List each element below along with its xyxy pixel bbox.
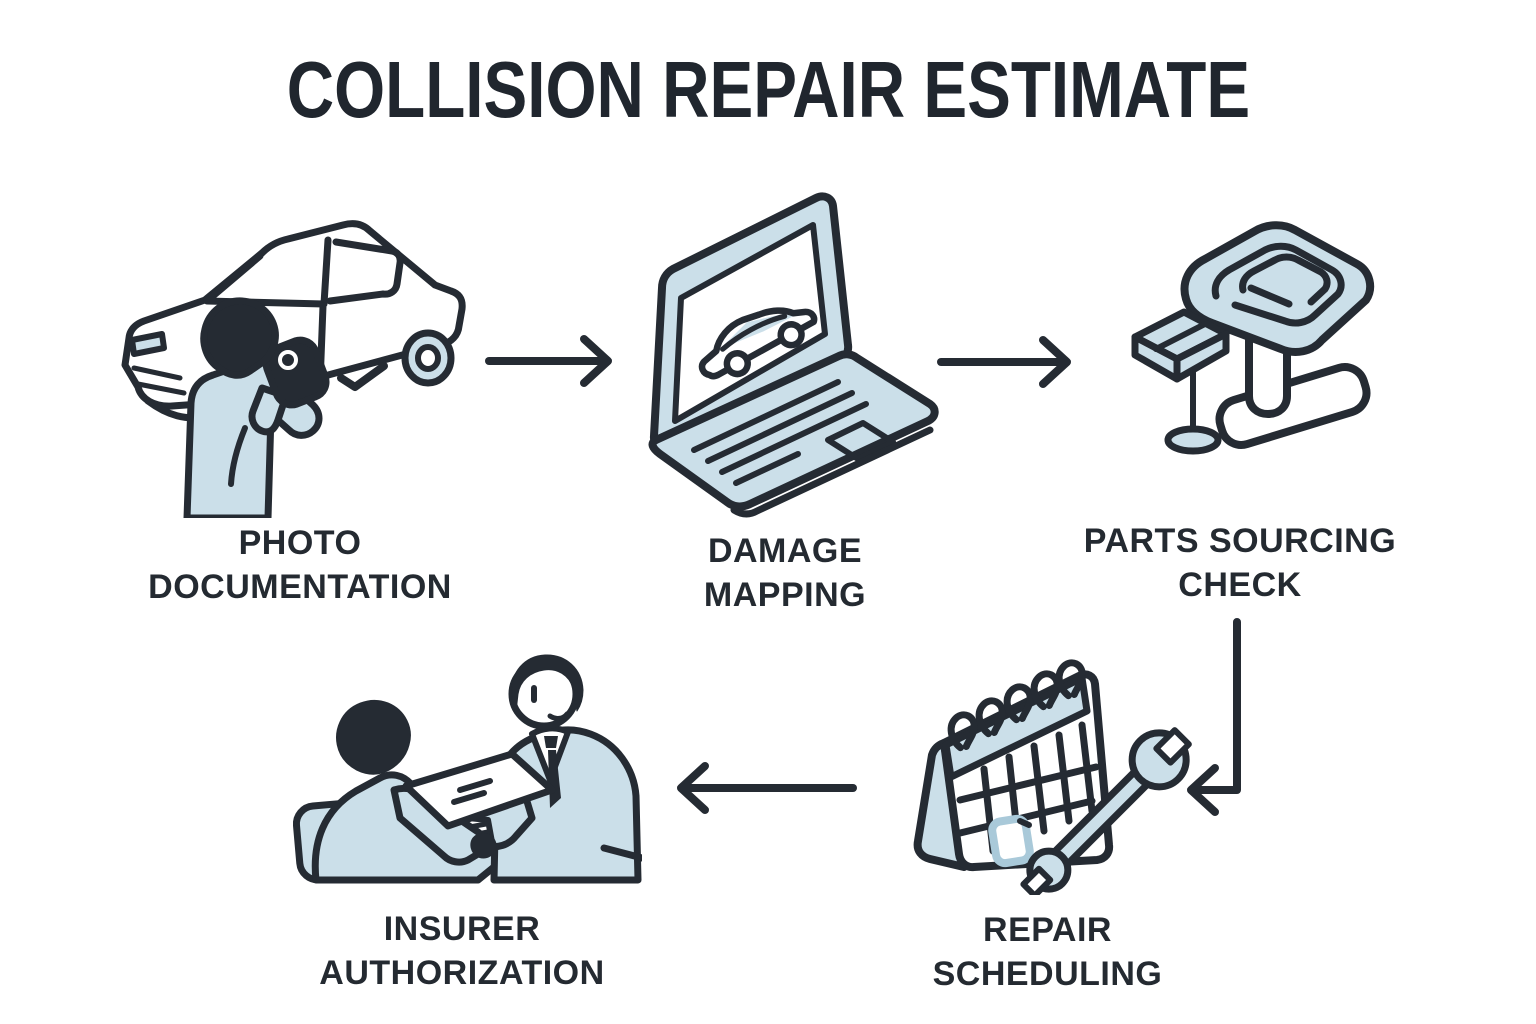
step-label-line2: DOCUMENTATION [148,567,452,606]
document-lines-shape [451,778,493,805]
step-label-line2: AUTHORIZATION [319,953,605,992]
step-label: PARTS SOURCING CHECK [1075,520,1405,607]
step-label-line1: INSURER [383,910,541,948]
step-parts-sourcing-check: PARTS SOURCING CHECK [1075,210,1405,607]
step-label-line1: REPAIR [983,911,1112,949]
document-shape [402,750,556,830]
car-on-screen-shape [698,307,818,380]
step-label-line1: PHOTO [238,524,362,562]
keyboard-lines-shape [691,379,869,486]
car-parts-icon [1131,221,1375,455]
photographer-head-shape [200,297,279,379]
step-label: PHOTO DOCUMENTATION [70,522,530,609]
arrow-right-icon-2 [937,336,1071,388]
step-insurer-authorization: INSURER AUTHORIZATION [262,628,662,995]
step-label-line2: MAPPING [703,575,867,614]
client-head-shape [336,699,411,775]
part-stand-base-shape [1164,425,1222,455]
headlight-shape [129,331,167,357]
step-damage-mapping: DAMAGE MAPPING [625,188,945,617]
arrow-down-left-icon [1187,618,1241,816]
document-handover-icon [292,654,642,884]
camera-lens-shape [278,350,298,370]
camera-person-car-icon [121,220,466,518]
calendar-wrench-icon [913,659,1192,895]
page-title-text: COLLISION REPAIR ESTIMATE [286,45,1250,134]
page-title: COLLISION REPAIR ESTIMATE [0,50,1536,130]
step-label: DAMAGE MAPPING [625,530,945,617]
step-label: INSURER AUTHORIZATION [262,908,662,995]
touchpad-shape [825,420,896,462]
step-repair-scheduling: REPAIR SCHEDULING [880,645,1215,996]
step-label-line1: PARTS SOURCING [1083,522,1397,560]
calendar-highlight-cell-shape [987,814,1034,868]
check-mark-shape [337,362,388,391]
laptop-car-screen-icon [648,192,939,518]
wrench-shape [1019,727,1192,895]
calendar-grid-columns-shape [980,721,1095,855]
step-photo-documentation: PHOTO DOCUMENTATION [70,188,530,609]
arrow-left-icon [677,762,857,814]
arrow-right-icon-1 [485,335,612,387]
calendar-rings-shape [947,659,1086,752]
client-hand-shape [470,832,497,859]
adjuster-hair-shape [511,654,584,713]
step-label-line1: DAMAGE [707,532,863,570]
calendar-side-shape [913,739,968,871]
step-label-line2: CHECK [1178,565,1302,604]
step-label: REPAIR SCHEDULING [880,909,1215,996]
table-edge-shape [600,844,642,862]
step-label-line2: SCHEDULING [932,954,1163,993]
parts-mat-shape [1215,363,1371,449]
bumper-box-shape [1131,308,1230,383]
